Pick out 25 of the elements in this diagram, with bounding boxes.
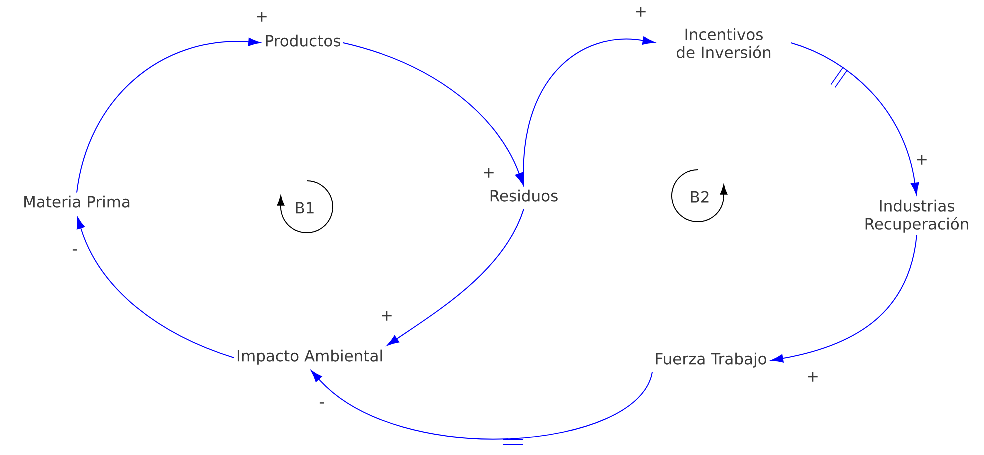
- variable-label: Impacto Ambiental: [238, 350, 382, 365]
- variable-label: Productos: [266, 34, 340, 47]
- arrow: [76, 38, 261, 194]
- loop-label: B2: [691, 191, 709, 203]
- polarity-sign: +: [634, 6, 648, 18]
- loop-label: B1: [296, 202, 314, 214]
- variable-label: Industrias Recuperación: [866, 200, 968, 233]
- arrow: [387, 208, 524, 346]
- arrow: [342, 42, 524, 186]
- polarity-sign: +: [914, 154, 930, 166]
- variable-label: Materia Prima: [24, 196, 130, 208]
- arrow: [523, 36, 655, 188]
- polarity-sign: -: [71, 248, 79, 256]
- polarity-sign: +: [254, 11, 270, 23]
- arrow: [790, 42, 920, 196]
- polarity-sign: -: [318, 402, 326, 408]
- variable-label: Fuerza Trabajo: [656, 352, 766, 368]
- variable-label: Incentivos de Inversión: [677, 28, 771, 58]
- variable-label: Residuos: [490, 190, 558, 202]
- arrow: [771, 234, 918, 363]
- polarity-sign: +: [380, 310, 394, 322]
- polarity-sign: +: [482, 167, 496, 179]
- polarity-sign: +: [806, 371, 820, 383]
- arrow: [76, 216, 235, 358]
- arrow: [311, 370, 654, 440]
